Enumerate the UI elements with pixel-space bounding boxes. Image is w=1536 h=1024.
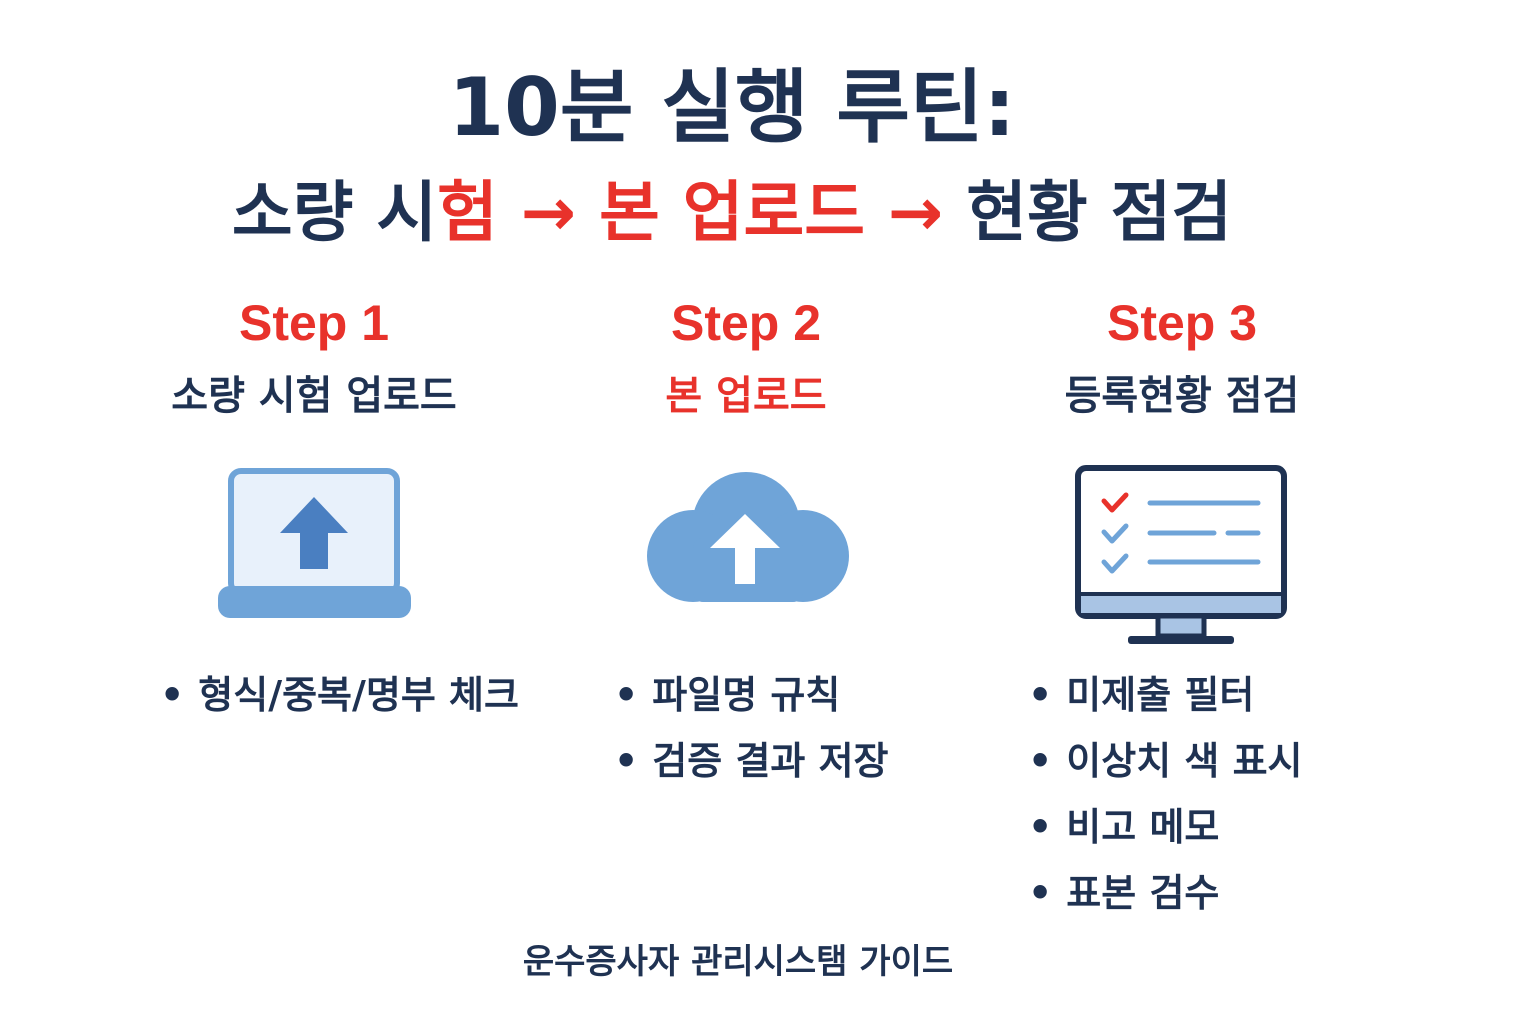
- arrow-icon: →: [520, 174, 577, 251]
- cloud-upload-icon: [647, 472, 849, 602]
- list-item: •검증 결과 저장: [614, 739, 889, 783]
- bullet-marker: •: [1028, 805, 1053, 849]
- monitor-checklist-icon: [1075, 465, 1287, 644]
- subtitle-part-a: 소량 시: [231, 174, 438, 251]
- step-subtitle: 소량 시험 업로드: [171, 373, 457, 419]
- subtitle-part-c: 본 업로드: [599, 174, 865, 251]
- footer-caption: 운수증사자 관리시스탬 가이드: [522, 942, 954, 982]
- step-label: Step 2: [670, 295, 822, 351]
- step-2-bullets: •파일명 규칙 •검증 결과 저장: [614, 676, 889, 808]
- step-label: Step 1: [238, 295, 390, 351]
- arrow-icon: →: [887, 174, 944, 251]
- step-2: Step 2 본 업로드: [526, 298, 966, 416]
- step-1-bullets: •형식/중복/명부 체크: [160, 676, 519, 742]
- page-subtitle: 소량 시험 → 본 업로드 → 현황 점검: [0, 180, 1464, 246]
- page-title: 10분 실행 루틴:: [448, 61, 1016, 154]
- step-3: Step 3 등록현황 점검: [962, 298, 1402, 416]
- step-1: Step 1 소량 시험 업로드: [94, 298, 534, 416]
- subtitle-part-d: 현황 점검: [966, 174, 1233, 251]
- step-label: Step 3: [1106, 295, 1258, 351]
- bullet-marker: •: [160, 673, 185, 717]
- list-item: •형식/중복/명부 체크: [160, 673, 519, 717]
- list-item: •비고 메모: [1028, 805, 1220, 849]
- subtitle-part-b: 험: [437, 174, 498, 251]
- laptop-upload-icon: [218, 468, 411, 618]
- list-item: •미제출 필터: [1028, 673, 1255, 717]
- step-3-bullets: •미제출 필터 •이상치 색 표시 •비고 메모 •표본 검수: [1028, 676, 1303, 940]
- list-item: •표본 검수: [1028, 871, 1220, 915]
- step-subtitle: 등록현황 점검: [1064, 373, 1300, 419]
- list-item: •이상치 색 표시: [1028, 739, 1303, 783]
- bullet-marker: •: [1028, 739, 1053, 783]
- bullet-marker: •: [1028, 871, 1053, 915]
- bullet-marker: •: [614, 739, 639, 783]
- list-item: •파일명 규칙: [614, 673, 841, 717]
- bullet-marker: •: [614, 673, 639, 717]
- bullet-marker: •: [1028, 673, 1053, 717]
- step-subtitle: 본 업로드: [665, 373, 827, 419]
